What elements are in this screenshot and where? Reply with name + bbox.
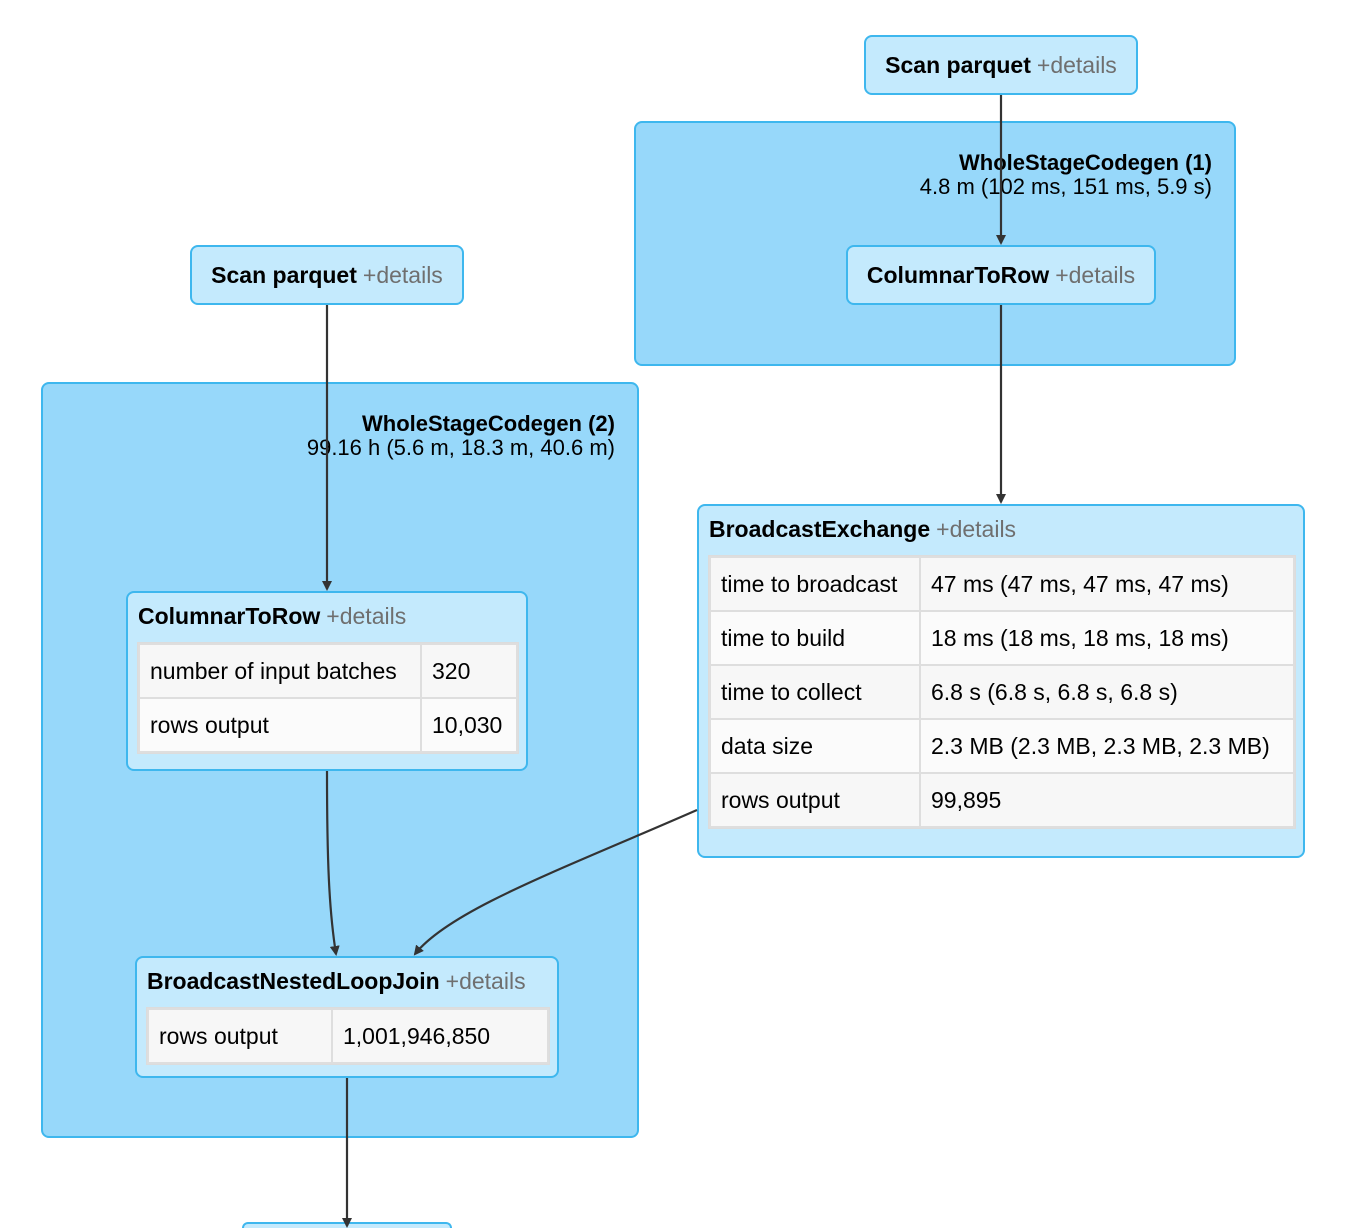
metric-value: 2.3 MB (2.3 MB, 2.3 MB, 2.3 MB) bbox=[919, 718, 1295, 774]
node-title: ColumnarToRow+details bbox=[138, 603, 406, 629]
node-name: Scan parquet bbox=[885, 52, 1031, 78]
node-downstream-partial[interactable] bbox=[242, 1222, 452, 1228]
details-toggle[interactable]: +details bbox=[326, 603, 407, 629]
cluster-name: WholeStageCodegen (2) bbox=[361, 411, 615, 436]
node-scan-parquet-2[interactable]: Scan parquet+details bbox=[190, 245, 464, 305]
details-toggle[interactable]: +details bbox=[1055, 262, 1136, 288]
node-columnar-to-row-2[interactable]: ColumnarToRow+details number of input ba… bbox=[126, 591, 528, 771]
node-name: BroadcastExchange bbox=[709, 516, 931, 542]
details-toggle[interactable]: +details bbox=[362, 262, 443, 288]
metric-label: data size bbox=[709, 718, 921, 774]
node-broadcast-exchange[interactable]: BroadcastExchange+details time to broadc… bbox=[697, 504, 1305, 858]
metric-value: 6.8 s (6.8 s, 6.8 s, 6.8 s) bbox=[919, 664, 1295, 720]
node-title: BroadcastExchange+details bbox=[709, 516, 1016, 542]
metric-value: 18 ms (18 ms, 18 ms, 18 ms) bbox=[919, 610, 1295, 666]
node-title: ColumnarToRow+details bbox=[867, 262, 1135, 288]
metric-label: time to build bbox=[709, 610, 921, 666]
metric-label: rows output bbox=[147, 1008, 333, 1064]
node-title: Scan parquet+details bbox=[211, 262, 443, 288]
node-name: BroadcastNestedLoopJoin bbox=[147, 968, 440, 994]
cluster-name: WholeStageCodegen (1) bbox=[958, 150, 1212, 175]
metric-value: 1,001,946,850 bbox=[331, 1008, 549, 1064]
details-toggle[interactable]: +details bbox=[445, 968, 526, 994]
metric-label: time to broadcast bbox=[709, 556, 921, 612]
metric-label: time to collect bbox=[709, 664, 921, 720]
cluster-label: WholeStageCodegen (1) 4.8 m (102 ms, 151… bbox=[920, 151, 1212, 199]
node-name: Scan parquet bbox=[211, 262, 357, 288]
node-title: Scan parquet+details bbox=[885, 52, 1117, 78]
metric-label: rows output bbox=[138, 697, 422, 753]
cluster-wholestagecodegen-1: WholeStageCodegen (1) 4.8 m (102 ms, 151… bbox=[634, 121, 1236, 366]
metric-value: 10,030 bbox=[420, 697, 518, 753]
metric-label: rows output bbox=[709, 772, 921, 828]
cluster-time: 4.8 m (102 ms, 151 ms, 5.9 s) bbox=[919, 174, 1212, 199]
details-toggle[interactable]: +details bbox=[1036, 52, 1117, 78]
node-scan-parquet-1[interactable]: Scan parquet+details bbox=[864, 35, 1138, 95]
cluster-label: WholeStageCodegen (2) 99.16 h (5.6 m, 18… bbox=[307, 412, 615, 460]
node-columnar-to-row-1[interactable]: ColumnarToRow+details bbox=[846, 245, 1156, 305]
metric-label: number of input batches bbox=[138, 643, 422, 699]
metric-value: 47 ms (47 ms, 47 ms, 47 ms) bbox=[919, 556, 1295, 612]
details-toggle[interactable]: +details bbox=[936, 516, 1017, 542]
node-name: ColumnarToRow bbox=[866, 262, 1050, 288]
metric-value: 99,895 bbox=[919, 772, 1295, 828]
node-broadcast-nested-loop-join[interactable]: BroadcastNestedLoopJoin+details rows out… bbox=[135, 956, 559, 1078]
node-name: ColumnarToRow bbox=[138, 603, 321, 629]
cluster-time: 99.16 h (5.6 m, 18.3 m, 40.6 m) bbox=[306, 435, 615, 460]
metric-value: 320 bbox=[420, 643, 518, 699]
node-title: BroadcastNestedLoopJoin+details bbox=[147, 968, 526, 994]
